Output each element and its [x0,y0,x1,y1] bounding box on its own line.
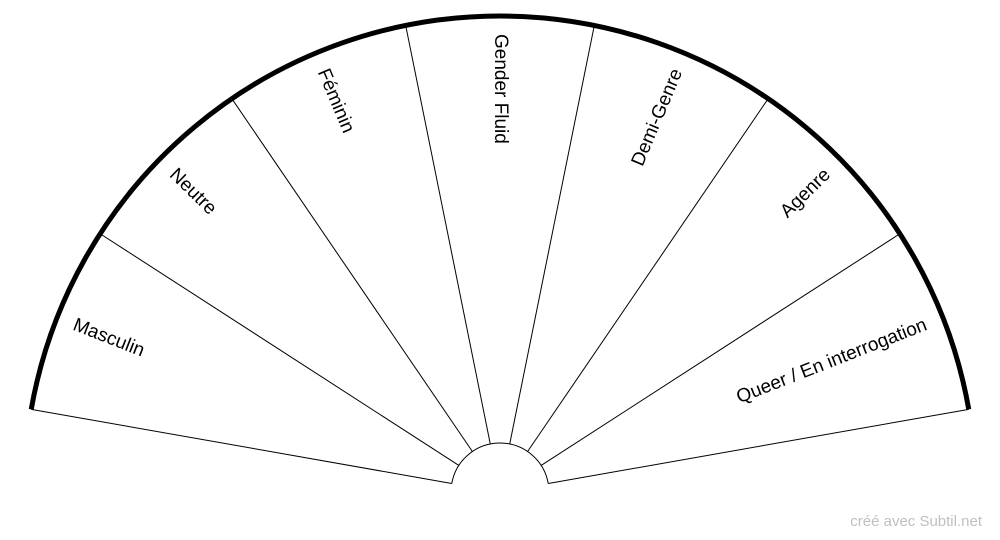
chart-wedges [31,15,969,484]
outer-arc [28,13,972,410]
inner-arc [451,442,549,484]
segment-divider [31,408,452,484]
segment-label: Gender Fluid [490,34,511,144]
segment-divider [405,25,491,445]
segment-divider [99,233,460,466]
segment-divider [548,408,969,484]
chart-band [31,15,969,484]
segment-divider [540,233,901,466]
segment-divider [231,98,473,452]
segment-divider [509,25,595,445]
credit-text: créé avec Subtil.net [850,513,982,530]
segment-divider [527,98,769,452]
